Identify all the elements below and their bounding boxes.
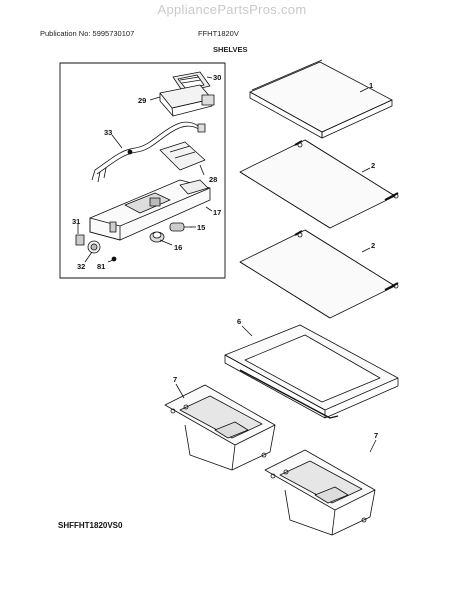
part-17-control-housing bbox=[89, 179, 211, 241]
part-1-shelf bbox=[249, 59, 393, 139]
callout-81: 81 bbox=[97, 262, 105, 271]
part-7-crisper-drawer-a bbox=[164, 384, 276, 471]
part-6-crisper-cover bbox=[224, 324, 399, 419]
part-33-wire-harness bbox=[91, 121, 206, 183]
diagram-code: SHFFHT1820VS0 bbox=[58, 521, 123, 530]
callout-32: 32 bbox=[77, 262, 85, 271]
inset-frame bbox=[59, 62, 226, 279]
part-29-housing bbox=[159, 84, 215, 117]
callout-30: 30 bbox=[213, 73, 221, 82]
part-31-switch bbox=[75, 234, 85, 246]
part-7-crisper-drawer-b bbox=[264, 449, 376, 536]
callout-16: 16 bbox=[174, 243, 182, 252]
part-28-bracket bbox=[159, 141, 206, 171]
callout-7b: 7 bbox=[374, 431, 378, 440]
callout-2a: 2 bbox=[371, 161, 375, 170]
callout-2b: 2 bbox=[371, 241, 375, 250]
callout-15: 15 bbox=[197, 223, 205, 232]
callout-17: 17 bbox=[213, 208, 221, 217]
callout-31: 31 bbox=[72, 217, 80, 226]
callout-28: 28 bbox=[209, 175, 217, 184]
part-16-knob bbox=[149, 231, 165, 243]
part-32-lamp bbox=[87, 240, 101, 254]
part-2-shelf-b bbox=[239, 229, 399, 319]
callout-33: 33 bbox=[104, 128, 112, 137]
watermark: AppliancePartsPros.com bbox=[157, 2, 307, 17]
callout-7a: 7 bbox=[173, 375, 177, 384]
callout-29: 29 bbox=[138, 96, 146, 105]
model-number: FFHT1820V bbox=[198, 29, 239, 38]
publication-number: Publication No: 5995730107 bbox=[40, 29, 135, 38]
section-title: SHELVES bbox=[213, 45, 248, 54]
callout-6: 6 bbox=[237, 317, 241, 326]
part-2-shelf-a bbox=[239, 139, 399, 229]
callout-1: 1 bbox=[369, 81, 373, 90]
part-15-sensor bbox=[169, 222, 192, 232]
